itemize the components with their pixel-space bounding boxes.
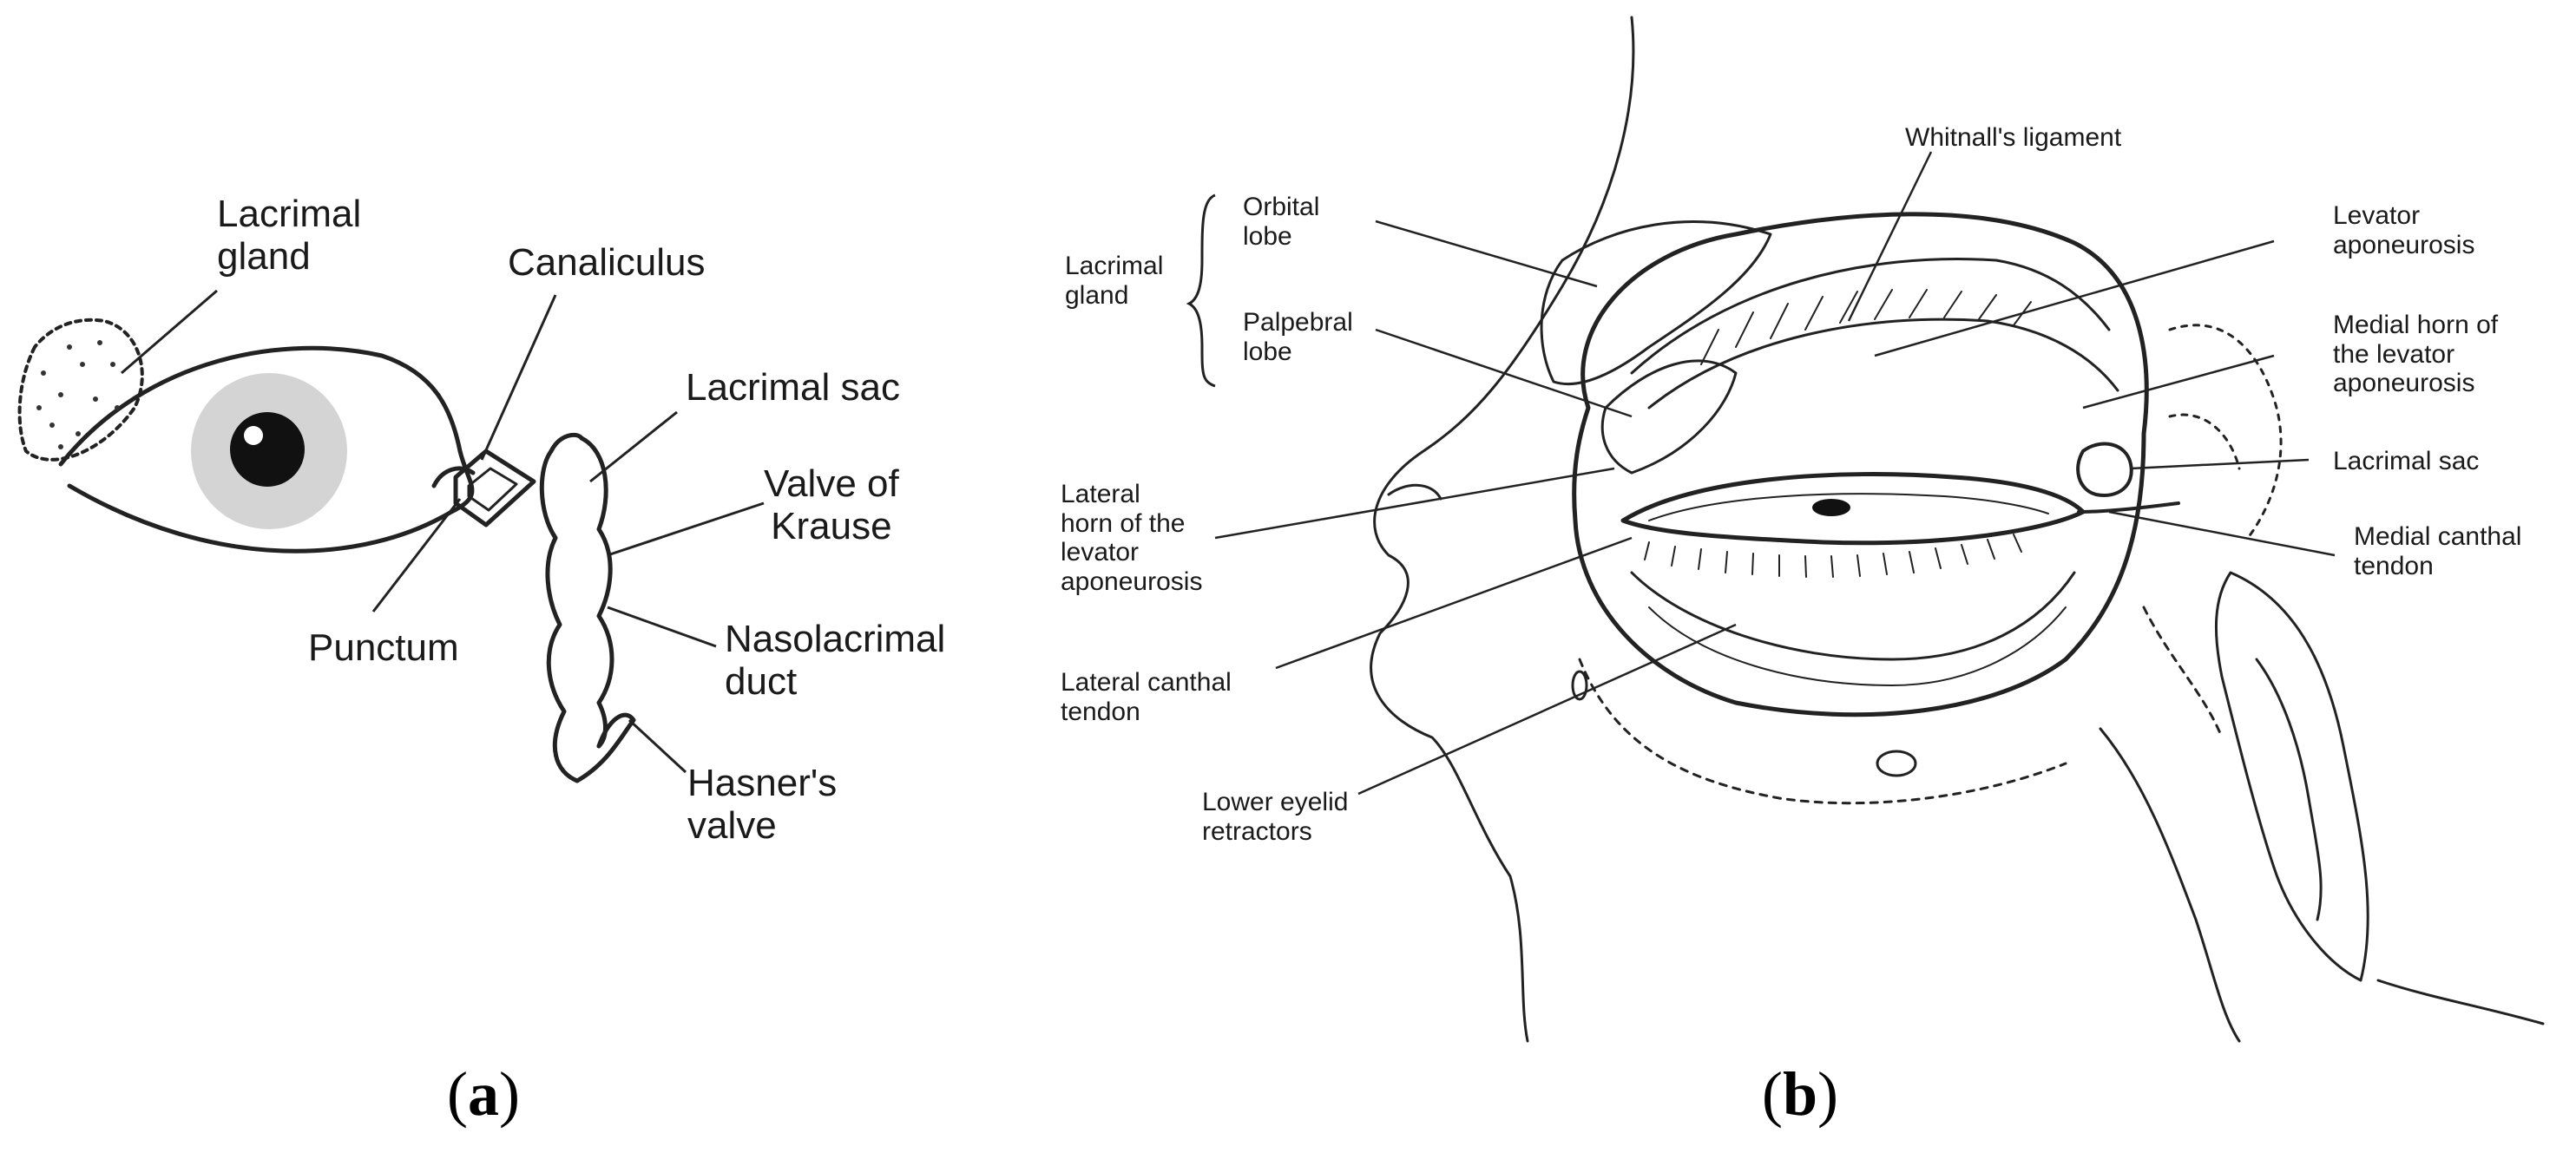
canaliculus-shape <box>453 449 536 527</box>
label-levator-aponeurosis: Levator aponeurosis <box>2333 201 2475 259</box>
label-lateral-canthal-tendon: Lateral canthal tendon <box>1061 668 1232 726</box>
lacrimal-gland-bracket <box>1186 193 1216 388</box>
lacrimal-sac-shape <box>2076 442 2133 497</box>
label-palpebral-lobe: Palpebral lobe <box>1243 308 1353 366</box>
panel-label-a: (a) <box>447 1059 520 1129</box>
label-punctum: Punctum <box>308 626 459 669</box>
label-lacrimal-gland-a: Lacrimal gland <box>217 193 362 278</box>
panel-label-b: (b) <box>1762 1059 1839 1129</box>
label-orbital-lobe: Orbital lobe <box>1243 193 1320 251</box>
label-valve-of-krause: Valve of Krause <box>764 462 899 548</box>
label-lacrimal-gland-b: Lacrimal gland <box>1065 252 1164 310</box>
orbit-outline <box>1572 212 2149 717</box>
pupil-b <box>1812 499 1850 516</box>
label-medial-horn: Medial horn of the levator aponeurosis <box>2333 311 2499 398</box>
label-canaliculus-a: Canaliculus <box>508 241 706 284</box>
label-lacrimal-sac-b: Lacrimal sac <box>2333 447 2480 475</box>
ear-outline <box>2214 571 2369 982</box>
lacrimal-sac-shape <box>539 449 580 783</box>
label-whitnalls-ligament: Whitnall's ligament <box>1905 123 2122 152</box>
eye-outline <box>58 345 475 554</box>
lacrimal-gland-shape <box>17 318 144 462</box>
label-medial-canthal-tendon: Medial canthal tendon <box>2354 522 2522 580</box>
label-lower-eyelid-retractors: Lower eyelid retractors <box>1202 788 1349 846</box>
nose-outline <box>1370 16 1635 1043</box>
label-nasolacrimal-duct: Nasolacrimal duct <box>725 618 946 704</box>
label-lacrimal-sac-a: Lacrimal sac <box>686 366 900 409</box>
label-lateral-horn: Lateral horn of the levator aponeurosis <box>1061 480 1203 596</box>
label-hasners-valve: Hasner's valve <box>687 762 838 848</box>
